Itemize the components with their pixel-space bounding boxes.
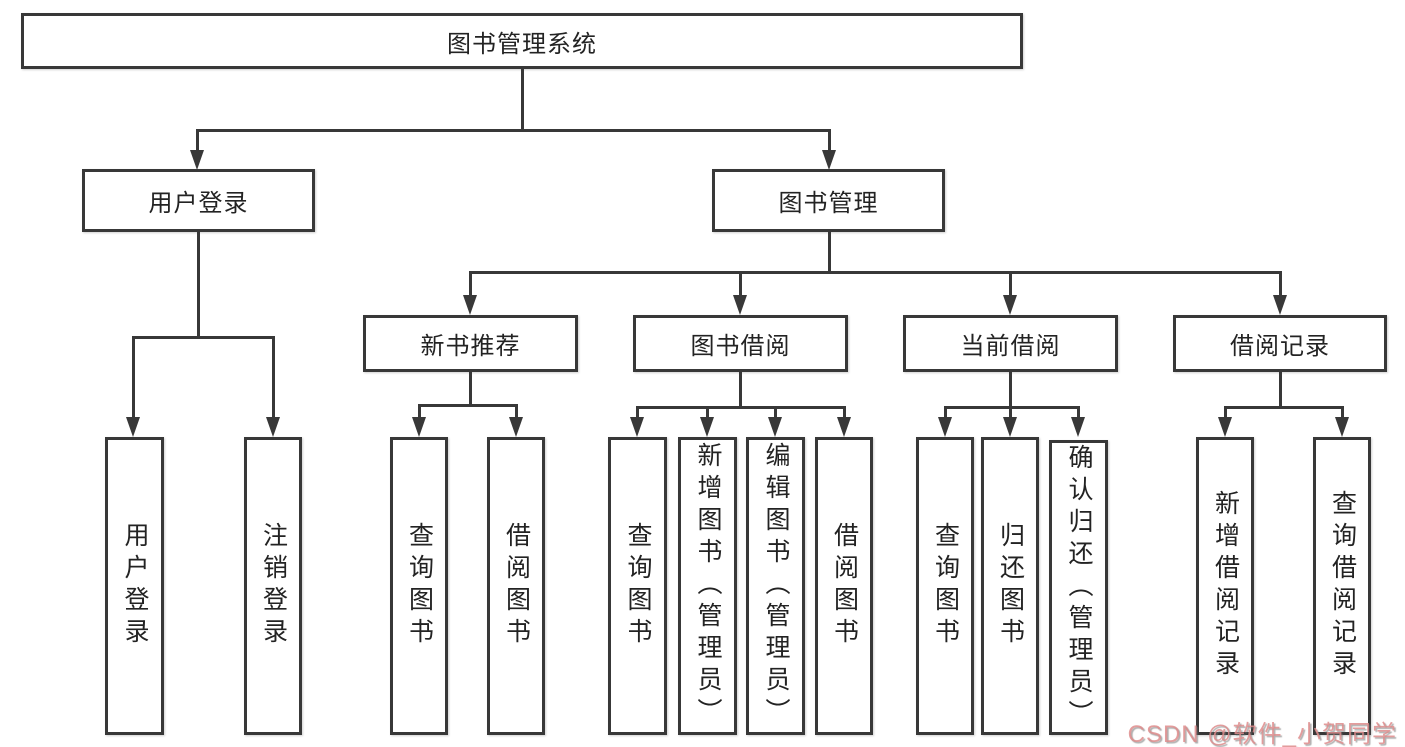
node-label: 用户登录 [121, 522, 149, 650]
node-label: 查询图书 [624, 522, 652, 650]
arrow-down-icon [126, 417, 140, 437]
connector-to-leaf-user-login [132, 336, 135, 418]
node-new-book-recommendation: 新书推荐 [363, 315, 578, 372]
arrow-down-icon [1273, 295, 1287, 315]
connector-to-leaf [418, 404, 421, 418]
connector-book-mgmt-stem [828, 232, 831, 272]
node-label: 查询图书 [405, 522, 434, 650]
arrow-down-icon [938, 417, 952, 437]
node-leaf-query-borrow-record: 查询借阅记录 [1313, 437, 1371, 735]
connector-to-leaf-logout [272, 336, 275, 418]
node-label: 图书借阅 [690, 333, 791, 360]
node-label: 查询借阅记录 [1328, 490, 1357, 682]
connector-to-leaf [944, 406, 947, 418]
arrow-down-icon [412, 417, 426, 437]
node-leaf-query-books-borrowing: 查询图书 [608, 437, 667, 735]
arrow-down-icon [1003, 295, 1017, 315]
node-leaf-borrow-books-recommend: 借阅图书 [487, 437, 545, 735]
connector-borrow-records-stem [1279, 372, 1282, 407]
connector-book-mgmt-hbar [469, 271, 1282, 274]
node-leaf-query-books-current: 查询图书 [916, 437, 974, 735]
arrow-down-icon [837, 417, 851, 437]
node-leaf-confirm-return-admin: 确认归还（管理员） [1049, 440, 1108, 735]
connector-root-stem [521, 69, 524, 130]
node-borrowing-records: 借阅记录 [1173, 315, 1387, 372]
arrow-down-icon [700, 417, 714, 437]
connector-to-leaf [1009, 406, 1012, 418]
node-label: 新增图书（管理员） [694, 442, 722, 730]
arrow-down-icon [1003, 417, 1017, 437]
node-label: 注销登录 [259, 522, 288, 650]
connector-new-book-rec-stem [469, 372, 472, 405]
arrow-down-icon [1335, 417, 1349, 437]
node-label: 借阅图书 [830, 522, 859, 650]
connector-new-book-rec-hbar [418, 404, 518, 407]
node-leaf-edit-books-admin: 编辑图书（管理员） [746, 437, 805, 735]
node-leaf-add-borrow-record: 新增借阅记录 [1196, 437, 1254, 735]
node-book-borrowing: 图书借阅 [633, 315, 848, 372]
node-label: 借阅图书 [502, 522, 531, 650]
node-leaf-return-books: 归还图书 [981, 437, 1039, 735]
node-current-borrowing: 当前借阅 [903, 315, 1118, 372]
connector-to-leaf [843, 406, 846, 418]
arrow-down-icon [822, 150, 836, 170]
node-label: 新增借阅记录 [1211, 490, 1240, 682]
node-label: 图书管理系统 [447, 30, 597, 58]
connector-user-login-hbar [132, 336, 274, 339]
arrow-down-icon [733, 295, 747, 315]
node-leaf-query-books-recommend: 查询图书 [390, 437, 448, 735]
connector-to-leaf [1224, 406, 1227, 418]
connector-to-user-login [196, 129, 199, 153]
csdn-watermark: CSDN @软件_小贺同学 [1127, 721, 1397, 747]
node-user-login: 用户登录 [82, 169, 315, 232]
node-leaf-logout: 注销登录 [244, 437, 302, 735]
node-leaf-borrow-books: 借阅图书 [815, 437, 873, 735]
arrow-down-icon [630, 417, 644, 437]
connector-current-borrow-stem [1009, 372, 1012, 407]
node-leaf-user-login: 用户登录 [105, 437, 164, 735]
connector-to-borrow-records [1279, 271, 1282, 296]
connector-to-leaf [774, 406, 777, 418]
arrow-down-icon [1218, 417, 1232, 437]
node-label: 借阅记录 [1230, 333, 1330, 360]
connector-book-borrow-hbar [636, 406, 845, 409]
connector-to-book-borrow [739, 271, 742, 296]
connector-current-borrow-hbar [944, 406, 1080, 409]
node-label: 图书管理 [778, 190, 879, 217]
connector-to-leaf [515, 404, 518, 418]
arrow-down-icon [768, 417, 782, 437]
node-label: 归还图书 [996, 522, 1025, 650]
node-label: 新书推荐 [420, 333, 521, 360]
node-label: 用户登录 [148, 190, 249, 217]
node-label: 当前借阅 [960, 333, 1061, 360]
node-root-library-management-system: 图书管理系统 [21, 13, 1023, 69]
node-label: 查询图书 [931, 522, 960, 650]
connector-to-leaf [636, 406, 639, 418]
arrow-down-icon [266, 417, 280, 437]
node-book-management: 图书管理 [712, 169, 945, 232]
node-label: 编辑图书（管理员） [762, 442, 790, 730]
arrow-down-icon [1071, 417, 1085, 437]
connector-to-leaf [706, 406, 709, 418]
connector-to-new-book-rec [469, 271, 472, 296]
connector-book-borrow-stem [739, 372, 742, 407]
connector-borrow-records-hbar [1224, 406, 1343, 409]
arrow-down-icon [509, 417, 523, 437]
node-leaf-add-books-admin: 新增图书（管理员） [678, 437, 737, 735]
connector-root-hbar [196, 129, 831, 132]
node-label: 确认归还（管理员） [1065, 443, 1093, 732]
connector-to-book-mgmt [828, 129, 831, 153]
connector-to-leaf [1077, 406, 1080, 418]
connector-to-leaf [1341, 406, 1344, 418]
connector-to-current-borrow [1009, 271, 1012, 296]
arrow-down-icon [463, 295, 477, 315]
arrow-down-icon [190, 150, 204, 170]
connector-user-login-stem [197, 232, 200, 336]
